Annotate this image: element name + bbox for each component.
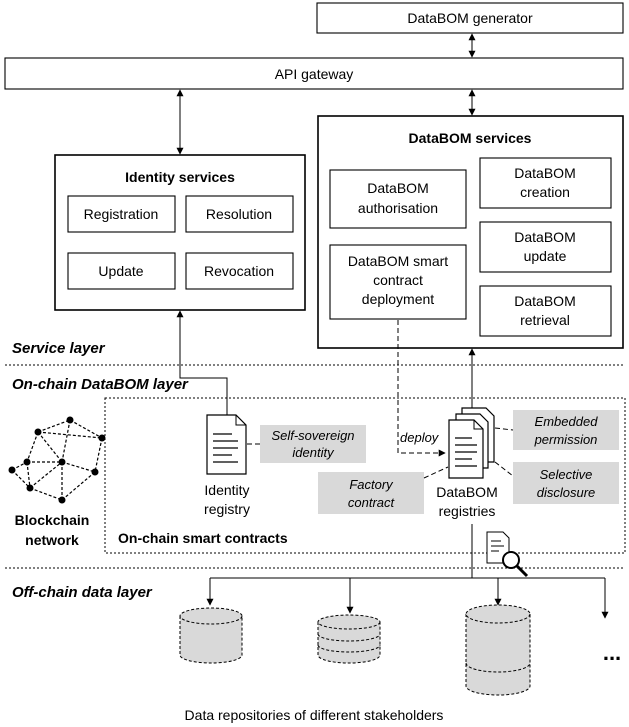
databom-creation-line2: creation [520, 184, 570, 200]
repositories-caption: Data repositories of different stakehold… [185, 707, 444, 723]
databom-retrieval-box [479, 285, 612, 337]
databom-deployment-line1: DataBOM smart [348, 253, 448, 269]
search-document-icon [486, 531, 529, 578]
blockchain-network-line2: network [25, 532, 79, 548]
onchain-contracts-label: On-chain smart contracts [118, 530, 288, 546]
identity-registry-line1: Identity [204, 482, 249, 498]
offchain-layer-label: Off-chain data layer [12, 584, 153, 601]
factory-contract-line2: contract [348, 495, 396, 510]
embedded-permission-leader [494, 427, 514, 431]
databom-registries-document-icon [448, 407, 495, 479]
identity-registry-line2: registry [204, 501, 250, 517]
api-gateway-box [4, 57, 624, 90]
databom-retrieval-line1: DataBOM [514, 293, 575, 309]
databom-deployment-line3: deployment [362, 291, 434, 307]
databom-deployment-box [329, 244, 467, 320]
self-sovereign-note [260, 425, 366, 463]
selective-disclosure-line1: Selective [540, 467, 593, 482]
registration-label: Registration [84, 206, 159, 222]
identity-registry-document-icon [206, 414, 247, 475]
databom-registries-line1: DataBOM [436, 484, 497, 500]
databom-generator-box [316, 2, 624, 34]
embedded-permission-line1: Embedded [535, 414, 599, 429]
blockchain-network-icon [8, 416, 106, 504]
deploy-dashed-arrow [397, 320, 446, 457]
resolution-label: Resolution [206, 206, 272, 222]
databom-authorisation-line2: authorisation [358, 200, 438, 216]
factory-contract-leader [423, 466, 449, 479]
databom-generator-label: DataBOM generator [407, 10, 533, 26]
databom-services-title: DataBOM services [409, 130, 532, 146]
selective-disclosure-note [513, 462, 619, 504]
embedded-permission-note [513, 410, 619, 450]
repository-cylinder-3 [465, 604, 531, 696]
repository-cylinder-1 [179, 607, 243, 664]
self-sovereign-line1: Self-sovereign [271, 428, 354, 443]
databom-deployment-line2: contract [373, 272, 423, 288]
databom-update-box [479, 221, 612, 273]
identity-update-box [67, 252, 176, 290]
identity-update-label: Update [98, 263, 143, 279]
onchain-contracts-frame [104, 397, 626, 554]
revocation-label: Revocation [204, 263, 274, 279]
databom-authorisation-line1: DataBOM [367, 180, 428, 196]
databom-creation-line1: DataBOM [514, 165, 575, 181]
factory-contract-note [318, 472, 424, 514]
databom-update-line2: update [524, 248, 567, 264]
databom-retrieval-line2: retrieval [520, 312, 570, 328]
databom-update-line1: DataBOM [514, 229, 575, 245]
databom-authorisation-box [329, 169, 467, 229]
api-gateway-label: API gateway [275, 66, 354, 82]
deploy-label: deploy [400, 430, 440, 445]
selective-disclosure-line2: disclosure [537, 485, 596, 500]
identity-registry-connector [176, 310, 231, 426]
repository-cylinder-2 [317, 614, 381, 664]
onchain-layer-label: On-chain DataBOM layer [12, 376, 189, 393]
registration-box [67, 195, 176, 233]
revocation-box [185, 252, 294, 290]
databom-creation-box [479, 157, 612, 209]
selective-disclosure-leader [494, 461, 514, 477]
service-layer-label: Service layer [12, 340, 106, 357]
identity-services-title: Identity services [125, 169, 235, 185]
databom-registries-line2: registries [439, 503, 496, 519]
resolution-box [185, 195, 294, 233]
self-sovereign-line2: identity [292, 445, 335, 460]
blockchain-network-line1: Blockchain [15, 512, 90, 528]
embedded-permission-line2: permission [534, 432, 598, 447]
factory-contract-line1: Factory [349, 477, 394, 492]
more-repositories-ellipsis: ... [603, 640, 621, 665]
